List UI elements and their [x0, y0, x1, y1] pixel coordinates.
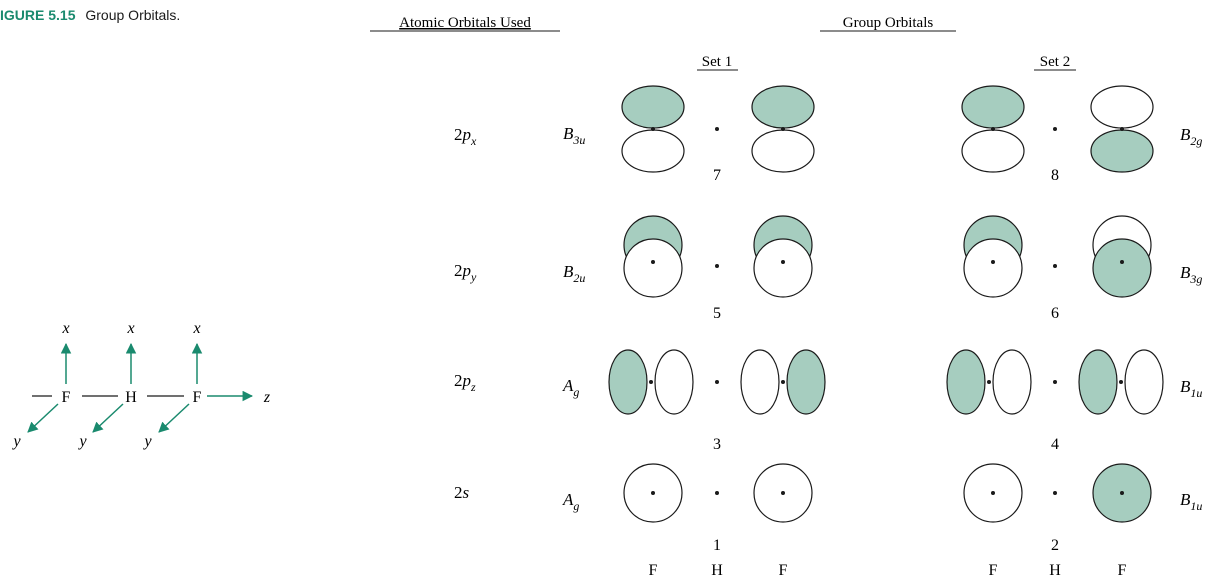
symmetry-labels: B3u B2u Ag Ag B2g B3g B1u B1u: [562, 124, 1202, 513]
lobe-2pz-s2-f2-left: [1078, 349, 1118, 415]
lobe-2px-s1-f2-top: [751, 85, 815, 129]
sym-row1-set1: B3u: [563, 124, 585, 147]
sym-row4-set2: B1u: [1180, 490, 1202, 513]
lobe-2px-s2-f2-bottom: [1090, 129, 1154, 173]
x-label-1: x: [61, 320, 69, 337]
lobe-2pz-s1-f2-left: [740, 349, 780, 415]
sym-row4-set1: Ag: [562, 490, 579, 513]
row-2pz-nuclei: [649, 380, 1123, 384]
lobe-2px-s2-f1-bottom: [961, 129, 1025, 173]
lobe-2py-s2-f2-front: [1092, 238, 1152, 298]
bottom-H-set1: H: [711, 562, 723, 579]
sym-row2-set2: B3g: [1180, 263, 1202, 286]
z-label: z: [263, 389, 271, 406]
row-2px-nuclei: [651, 127, 1124, 131]
x-label-2: x: [126, 320, 134, 337]
lobe-2pz-s2-f1-left: [946, 349, 986, 415]
atom-H: H: [125, 389, 137, 406]
atomic-orbital-labels: 2px 2py 2pz 2s: [454, 125, 477, 502]
orbital-label-2px: 2px: [454, 125, 477, 148]
orbital-number-1: 1: [713, 537, 721, 554]
lobe-2pz-s1-f1-left: [608, 349, 648, 415]
bottom-F-left-set2: F: [989, 562, 998, 579]
row-2py-orbitals: [623, 215, 1152, 298]
row-2s-nuclei: [651, 491, 1124, 495]
orbital-number-2: 2: [1051, 537, 1059, 554]
lobe-2px-s1-f1-bottom: [621, 129, 685, 173]
y-label-3: y: [142, 433, 152, 450]
y-label-1: y: [11, 433, 21, 450]
orbital-label-2s: 2s: [454, 483, 470, 502]
lobe-2py-s2-f1-front: [963, 238, 1023, 298]
orbital-number-6: 6: [1051, 305, 1059, 322]
atom-F-left: F: [62, 389, 71, 406]
bottom-atom-labels: F H F F H F: [649, 562, 1127, 579]
lobe-2px-s1-f2-bottom: [751, 129, 815, 173]
figure-label: IGURE 5.15: [0, 7, 76, 23]
bottom-F-left-set1: F: [649, 562, 658, 579]
orbital-number-5: 5: [713, 305, 721, 322]
orbital-numbers: 7 8 5 6 3 4 1 2: [713, 167, 1059, 554]
sym-row1-set2: B2g: [1180, 125, 1202, 148]
header-set1: Set 1: [702, 54, 732, 70]
row-2px-orbitals: [621, 85, 1154, 173]
lobe-2pz-s1-f1-right: [654, 349, 694, 415]
orbital-number-4: 4: [1051, 436, 1059, 453]
lobe-2py-s1-f2-front: [753, 238, 813, 298]
bottom-H-set2: H: [1049, 562, 1061, 579]
header-set2: Set 2: [1040, 54, 1070, 70]
row-2s-orbitals: [623, 463, 1152, 523]
bottom-F-right-set2: F: [1118, 562, 1127, 579]
lobe-2pz-s2-f2-right: [1124, 349, 1164, 415]
lobe-2py-s1-f1-front: [623, 238, 683, 298]
orbital-number-8: 8: [1051, 167, 1059, 184]
lobe-2px-s2-f2-top: [1090, 85, 1154, 129]
y-axis-arrow-1: [27, 403, 59, 433]
orbital-label-2py: 2py: [454, 261, 477, 284]
row-2py-nuclei: [651, 260, 1124, 268]
orbital-number-3: 3: [713, 436, 721, 453]
y-axis-arrow-2: [92, 403, 124, 433]
lobe-2pz-s1-f2-right: [786, 349, 826, 415]
y-label-2: y: [77, 433, 87, 450]
orbital-number-7: 7: [713, 167, 721, 184]
figure-title: Group Orbitals.: [85, 7, 180, 23]
coordinate-system: F H F x x x z y y y: [11, 320, 270, 450]
sym-row3-set1: Ag: [562, 376, 579, 399]
bottom-F-right-set1: F: [779, 562, 788, 579]
sym-row3-set2: B1u: [1180, 377, 1202, 400]
x-label-3: x: [192, 320, 200, 337]
sym-row2-set1: B2u: [563, 262, 585, 285]
header-group-orbitals: Group Orbitals: [843, 15, 934, 31]
orbital-label-2pz: 2pz: [454, 371, 476, 394]
lobe-2px-s2-f1-top: [961, 85, 1025, 129]
lobe-2pz-s2-f1-right: [992, 349, 1032, 415]
y-axis-arrow-3: [158, 403, 190, 433]
lobe-2px-s1-f1-top: [621, 85, 685, 129]
figure-caption: IGURE 5.15 Group Orbitals.: [0, 7, 180, 23]
atom-F-right: F: [193, 389, 202, 406]
header-atomic-orbitals: Atomic Orbitals Used: [399, 15, 531, 31]
row-2pz-orbitals: [608, 349, 1164, 415]
